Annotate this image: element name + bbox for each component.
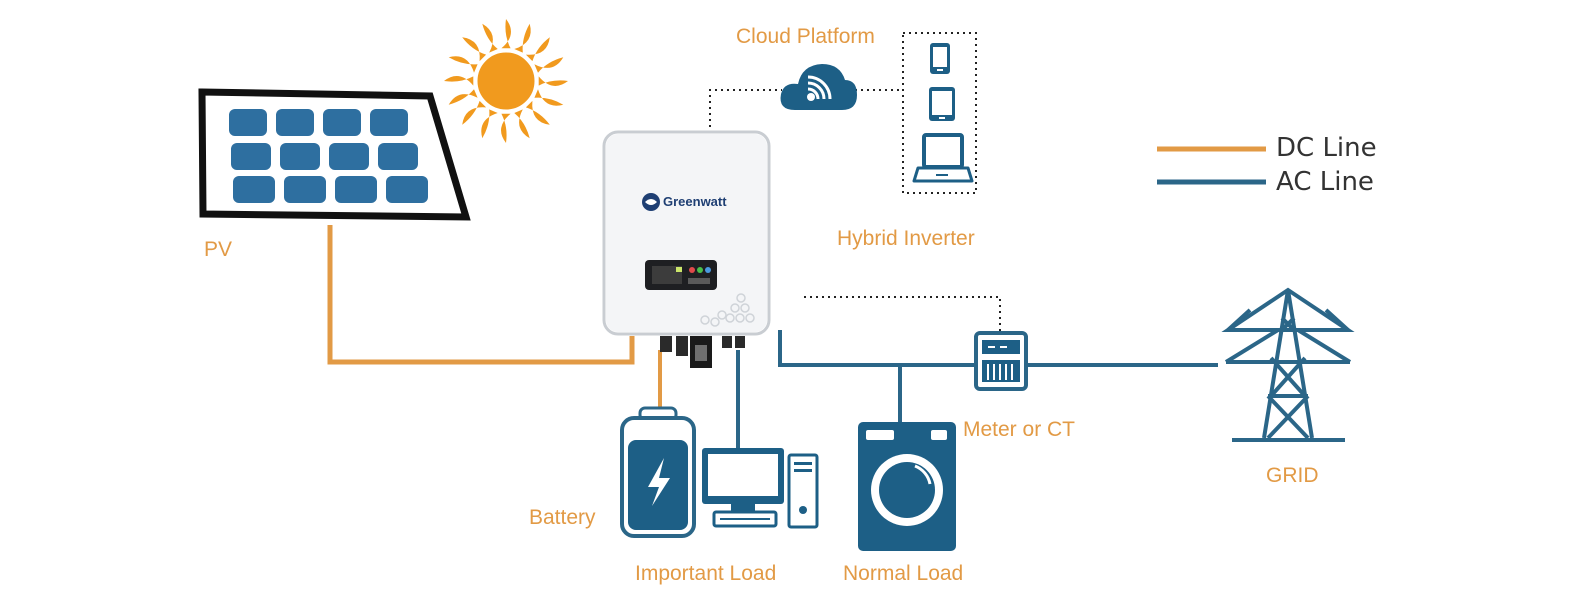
label-battery: Battery <box>529 506 596 529</box>
label-cloud-platform: Cloud Platform <box>736 25 875 48</box>
sun-icon <box>444 19 568 143</box>
sun-ray <box>525 100 550 125</box>
sun-ray <box>448 56 478 73</box>
comm-line-meter <box>804 296 1001 333</box>
label-meter-ct: Meter or CT <box>963 418 1076 441</box>
sun-ray <box>482 23 498 53</box>
label-normal-load: Normal Load <box>843 562 964 585</box>
sun-ray <box>525 37 550 62</box>
sun-ray <box>448 89 478 105</box>
sun-ray <box>514 23 531 53</box>
label-hybrid-inverter: Hybrid Inverter <box>837 227 975 250</box>
wifi-cloud-icon <box>780 64 857 110</box>
solar-cell <box>386 176 428 203</box>
solar-cell <box>284 176 326 203</box>
sun-ray <box>501 19 511 49</box>
sun-ray <box>481 109 498 139</box>
solar-cell <box>378 143 418 170</box>
legend-ac-label: AC Line <box>1276 167 1374 197</box>
solar-cell <box>276 109 314 136</box>
desktop-computer-icon <box>702 448 819 529</box>
sun-ray <box>514 109 530 139</box>
solar-cell <box>233 176 275 203</box>
ac-line-grid <box>778 330 1218 367</box>
solar-cell <box>370 109 408 136</box>
meter-icon <box>974 331 1028 391</box>
comm-line-cloud <box>709 89 903 127</box>
solar-cell <box>335 176 377 203</box>
washing-machine-icon <box>858 422 956 551</box>
inverter-icon <box>602 130 771 368</box>
solar-cell <box>280 143 320 170</box>
tablet-icon <box>929 87 955 121</box>
transmission-tower-icon <box>1221 287 1355 442</box>
laptop-icon <box>912 133 974 183</box>
solar-cell <box>229 109 267 136</box>
sun-ray <box>534 89 564 106</box>
label-important-load: Important Load <box>635 562 777 585</box>
sun-ray <box>501 113 511 143</box>
solar-panel-icon <box>198 88 471 221</box>
sun-ray <box>444 76 474 86</box>
solar-cell <box>323 109 361 136</box>
solar-cell <box>329 143 369 170</box>
label-pv: PV <box>204 238 233 261</box>
battery-icon <box>620 406 696 538</box>
sun-ray <box>534 57 564 73</box>
smartphone-icon <box>930 43 950 74</box>
dc-line-pv <box>327 225 635 365</box>
device-group-border <box>902 32 977 194</box>
sun-ray <box>462 37 487 62</box>
inverter-brand: Greenwatt <box>663 194 727 209</box>
sun-ray <box>538 76 568 86</box>
legend-dc-label: DC Line <box>1276 133 1377 163</box>
solar-cell <box>231 143 271 170</box>
sun-ray <box>462 100 487 125</box>
label-grid: GRID <box>1266 464 1319 487</box>
